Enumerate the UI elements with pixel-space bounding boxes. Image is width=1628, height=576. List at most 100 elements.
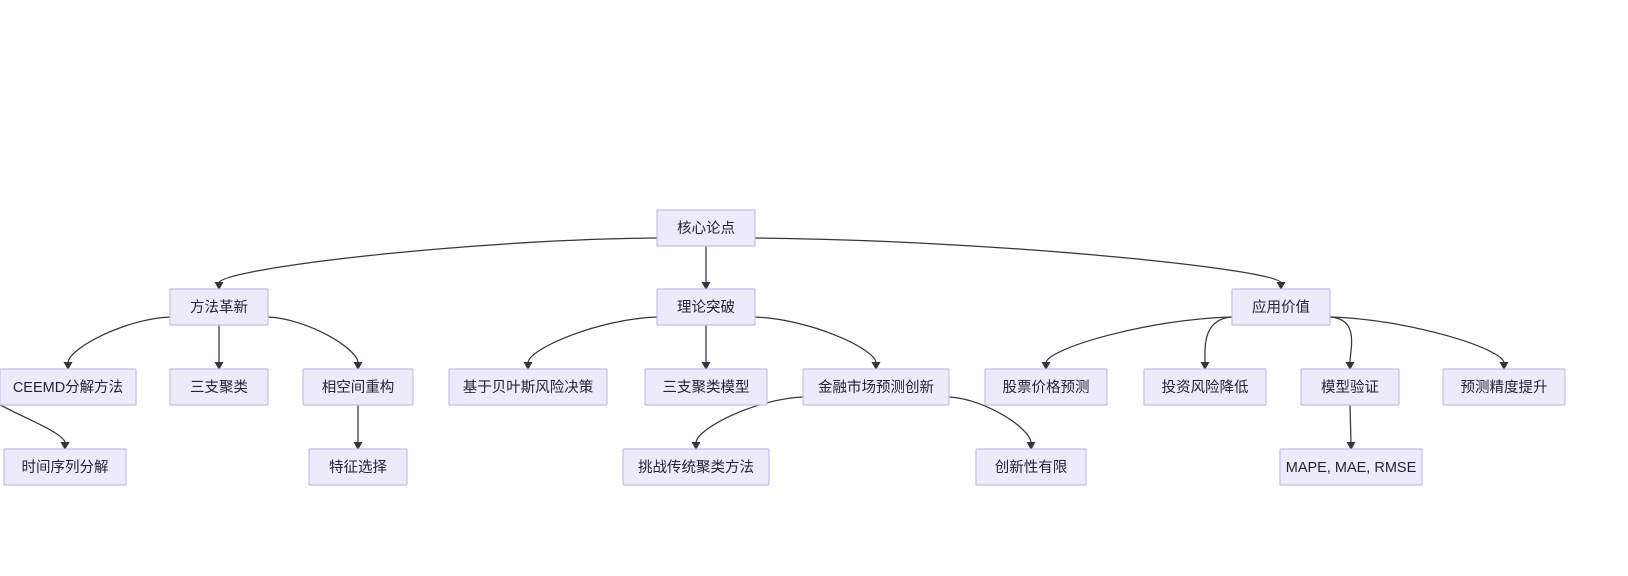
node-n9[interactable]: 金融市场预测创新 [802, 368, 950, 406]
node-box[interactable] [169, 368, 269, 406]
edge-line [218, 237, 658, 284]
node-label: 特征选择 [329, 459, 387, 476]
node-n6[interactable]: 相空间重构 [302, 368, 414, 406]
edge-arrowhead [701, 282, 711, 290]
node-n17[interactable]: 创新性有限 [975, 448, 1087, 486]
node-n3[interactable]: 应用价值 [1231, 288, 1331, 326]
node-box[interactable] [622, 448, 770, 486]
edge-arrowhead [1346, 442, 1356, 450]
edge-n1-n4 [63, 316, 171, 370]
node-box[interactable] [448, 368, 608, 406]
node-box[interactable] [3, 448, 127, 486]
node-n15[interactable]: 特征选择 [308, 448, 408, 486]
node-n2[interactable]: 理论突破 [656, 288, 756, 326]
edge-line [1204, 316, 1233, 364]
edge-arrowhead [1026, 442, 1036, 450]
node-box[interactable] [802, 368, 950, 406]
node-label: 金融市场预测创新 [818, 379, 934, 396]
edge-n9-n17 [948, 396, 1036, 450]
node-box[interactable] [1442, 368, 1566, 406]
edge-line [754, 237, 1282, 284]
node-label: 相空间重构 [322, 379, 395, 396]
node-box[interactable] [975, 448, 1087, 486]
edge-n4-n14 [0, 397, 70, 450]
node-box[interactable] [308, 448, 408, 486]
node-n18[interactable]: MAPE, MAE, RMSE [1279, 448, 1423, 486]
node-box[interactable] [1279, 448, 1423, 486]
node-box[interactable] [984, 368, 1108, 406]
edge-n6-n15 [353, 405, 363, 450]
edge-line [527, 316, 658, 364]
node-label: 预测精度提升 [1461, 379, 1548, 396]
edge-arrowhead [1499, 362, 1509, 370]
edge-arrowhead [60, 442, 70, 450]
node-box[interactable] [656, 288, 756, 326]
edge-line [1349, 404, 1352, 444]
node-label: 股票价格预测 [1003, 379, 1090, 396]
edge-arrowhead [1276, 282, 1286, 290]
node-label: 时间序列分解 [22, 459, 109, 476]
node-label: 基于贝叶斯风险决策 [463, 379, 594, 396]
node-n5[interactable]: 三支聚类 [169, 368, 269, 406]
edge-arrowhead [353, 362, 363, 370]
edge-n2-n7 [523, 316, 658, 370]
edge-n12-n18 [1346, 404, 1356, 450]
node-n12[interactable]: 模型验证 [1300, 368, 1400, 406]
edge-arrowhead [214, 362, 224, 370]
node-box[interactable] [169, 288, 269, 326]
node-box[interactable] [644, 368, 768, 406]
edge-arrowhead [871, 362, 881, 370]
edge-n3-n11 [1200, 316, 1233, 370]
edge-line [67, 316, 171, 364]
node-n1[interactable]: 方法革新 [169, 288, 269, 326]
edge-n2-n9 [754, 316, 881, 370]
edge-line [1045, 316, 1233, 364]
node-label: 三支聚类 [190, 379, 248, 396]
edge-arrowhead [1200, 362, 1210, 370]
node-n13[interactable]: 预测精度提升 [1442, 368, 1566, 406]
node-box[interactable] [0, 368, 137, 406]
edge-n9-n16 [691, 396, 804, 450]
node-n14[interactable]: 时间序列分解 [3, 448, 127, 486]
edge-line [267, 316, 359, 364]
edge-arrowhead [63, 362, 73, 370]
node-n16[interactable]: 挑战传统聚类方法 [622, 448, 770, 486]
edge-line [0, 397, 66, 444]
edge-n3-n13 [1329, 316, 1509, 370]
node-n10[interactable]: 股票价格预测 [984, 368, 1108, 406]
node-label: 方法革新 [190, 299, 248, 316]
node-n7[interactable]: 基于贝叶斯风险决策 [448, 368, 608, 406]
node-n0[interactable]: 核心论点 [656, 209, 756, 247]
edge-line [754, 316, 877, 364]
node-label: 理论突破 [677, 299, 735, 316]
node-label: 模型验证 [1321, 379, 1379, 396]
node-label: 创新性有限 [995, 459, 1068, 476]
node-box[interactable] [1231, 288, 1331, 326]
node-n4[interactable]: CEEMD分解方法 [0, 368, 137, 406]
node-box[interactable] [302, 368, 414, 406]
edge-n1-n5 [214, 325, 224, 370]
node-box[interactable] [1300, 368, 1400, 406]
edge-n0-n2 [701, 246, 711, 290]
edge-arrowhead [1345, 362, 1355, 370]
node-label: 挑战传统聚类方法 [638, 459, 754, 476]
node-label: MAPE, MAE, RMSE [1286, 460, 1417, 476]
edge-n2-n8 [701, 325, 711, 370]
node-n11[interactable]: 投资风险降低 [1143, 368, 1267, 406]
node-box[interactable] [1143, 368, 1267, 406]
node-box[interactable] [656, 209, 756, 247]
edge-line [948, 396, 1032, 444]
edge-n0-n1 [214, 237, 658, 290]
edge-n3-n12 [1329, 316, 1355, 370]
node-label: 三支聚类模型 [663, 379, 750, 396]
edge-n0-n3 [754, 237, 1286, 290]
node-n8[interactable]: 三支聚类模型 [644, 368, 768, 406]
node-label: 核心论点 [677, 220, 735, 237]
edge-arrowhead [1041, 362, 1051, 370]
edge-arrowhead [691, 442, 701, 450]
edges-layer [0, 237, 1509, 450]
edge-arrowhead [523, 362, 533, 370]
